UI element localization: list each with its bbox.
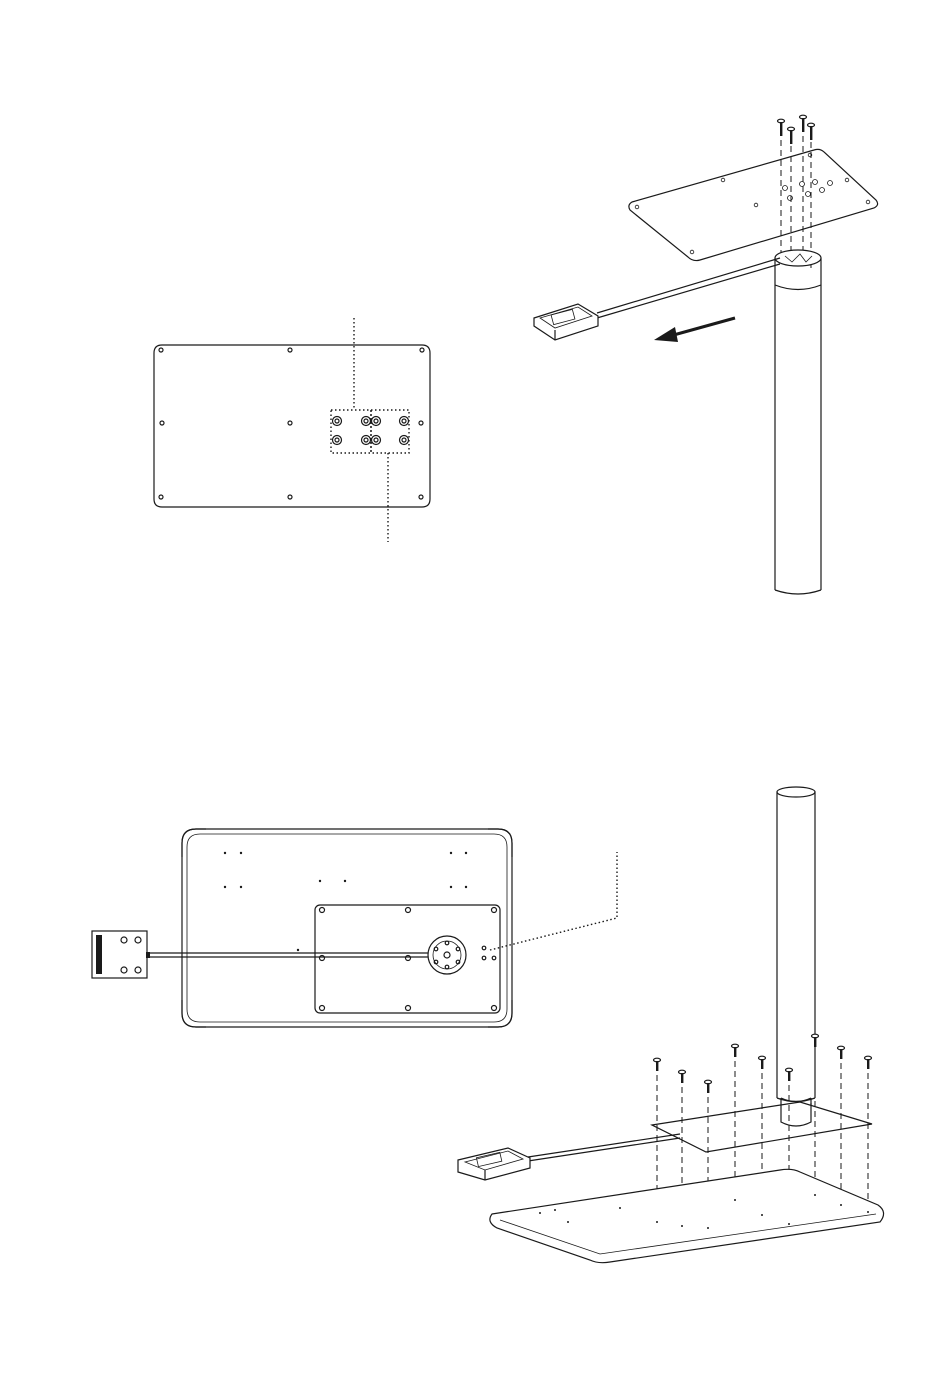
base-foot xyxy=(490,1169,884,1262)
tabletop-underside-diagram xyxy=(154,318,430,542)
column-upper xyxy=(775,250,821,594)
tabletop-outline xyxy=(154,345,430,507)
tabletop-outer xyxy=(182,829,512,1027)
column-flange xyxy=(428,936,466,974)
frame-plate-holes xyxy=(320,908,497,1011)
direction-arrow xyxy=(654,318,735,342)
column-base-diagram xyxy=(458,787,884,1263)
control-handset-topview xyxy=(92,931,150,978)
tabletop-dots xyxy=(224,852,467,951)
leader-line-bottom xyxy=(490,852,617,950)
control-handset-top xyxy=(534,304,598,340)
screws-top xyxy=(778,115,815,144)
mounting-hole-group xyxy=(331,410,409,453)
column-lower xyxy=(777,787,815,1122)
column-top-plate-diagram xyxy=(534,115,878,594)
corner-brackets xyxy=(182,829,512,1027)
frame-plate xyxy=(315,905,500,1013)
tabletop-handset-diagram xyxy=(92,829,617,1027)
tabletop-inner xyxy=(187,834,507,1022)
tabletop-holes xyxy=(159,348,424,499)
top-plate xyxy=(629,149,878,260)
handset-cable-top xyxy=(597,258,780,318)
handset-cable-bottom-left xyxy=(147,953,428,957)
control-handset-base xyxy=(458,1148,530,1180)
